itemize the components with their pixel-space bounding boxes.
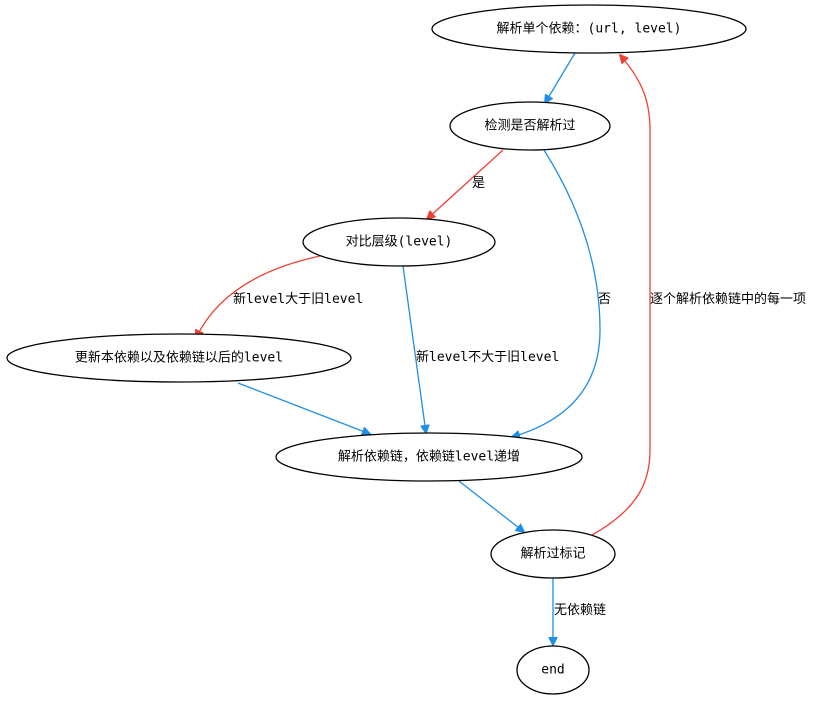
edge-update-to-chain	[237, 382, 370, 434]
edge-parse-to-check	[545, 52, 576, 103]
node-parse-single: 解析单个依赖：(url, level)	[431, 4, 747, 54]
edge-label-new-greater: 新level大于旧level	[233, 291, 363, 307]
edge-check-to-chain-no	[512, 149, 601, 437]
edge-compare-to-update	[196, 255, 321, 338]
edge-label-new-not-greater: 新level不大于旧level	[416, 349, 559, 365]
edge-check-to-compare-yes	[427, 149, 504, 219]
node-parse-chain: 解析依赖链，依赖链level递增	[275, 432, 583, 482]
node-end: end	[516, 645, 590, 695]
edge-label-no: 否	[598, 292, 611, 307]
node-update-level-label: 更新本依赖以及依赖链以后的level	[75, 350, 283, 366]
node-mark-parsed: 解析过标记	[490, 529, 616, 579]
node-check-parsed: 检测是否解析过	[449, 101, 611, 151]
node-update-level: 更新本依赖以及依赖链以后的level	[6, 333, 352, 383]
edge-chain-to-mark	[458, 480, 524, 532]
edge-label-each-item: 逐个解析依赖链中的每一项	[650, 291, 806, 307]
edge-label-yes: 是	[472, 176, 485, 191]
node-compare-level-label: 对比层级(level)	[346, 235, 453, 250]
node-check-parsed-label: 检测是否解析过	[484, 119, 575, 134]
node-parse-single-label: 解析单个依赖：(url, level)	[497, 22, 682, 37]
node-mark-parsed-label: 解析过标记	[520, 547, 585, 562]
edge-mark-to-parse-loop	[591, 55, 651, 536]
edge-compare-to-chain	[402, 265, 426, 433]
edge-label-no-deps: 无依赖链	[554, 603, 606, 618]
node-end-label: end	[541, 663, 564, 678]
node-compare-level: 对比层级(level)	[302, 217, 496, 267]
node-parse-chain-label: 解析依赖链，依赖链level递增	[338, 450, 520, 465]
